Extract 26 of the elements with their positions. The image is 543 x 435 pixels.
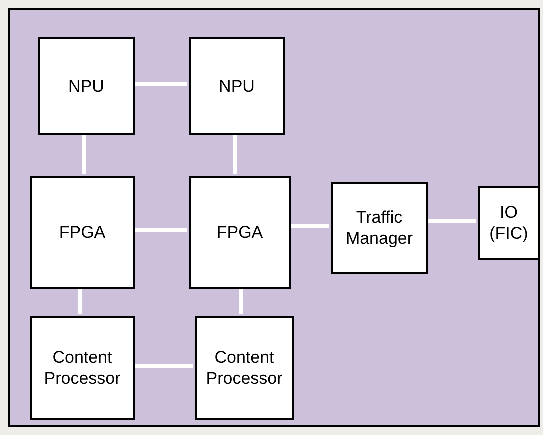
component-box: [189, 176, 291, 289]
connector-line: [133, 228, 187, 232]
connector-line: [233, 133, 237, 174]
connector-line: [239, 287, 243, 314]
component-label: FPGA: [58, 222, 107, 243]
component-box: [38, 37, 135, 135]
component-box: [30, 176, 135, 289]
component-label: FPGA: [216, 222, 264, 243]
connector-line: [82, 133, 86, 174]
connector-line: [426, 219, 476, 223]
connector-line: [133, 82, 187, 86]
component-label: IO (FIC): [488, 202, 530, 244]
connector-line: [133, 364, 193, 368]
component-box: [478, 186, 540, 260]
component-label: NPU: [68, 76, 106, 96]
component-box: [189, 37, 285, 135]
connector-line: [289, 224, 329, 228]
component-label: Content Processor: [205, 347, 284, 389]
component-label: Content Processor: [43, 347, 122, 389]
connector-line: [78, 287, 82, 314]
component-label: NPU: [218, 76, 256, 96]
component-box: [30, 316, 135, 420]
component-box: [195, 316, 294, 420]
component-label: Traffic Manager: [344, 207, 414, 249]
component-box: [331, 182, 428, 274]
panel-background: [8, 8, 540, 427]
